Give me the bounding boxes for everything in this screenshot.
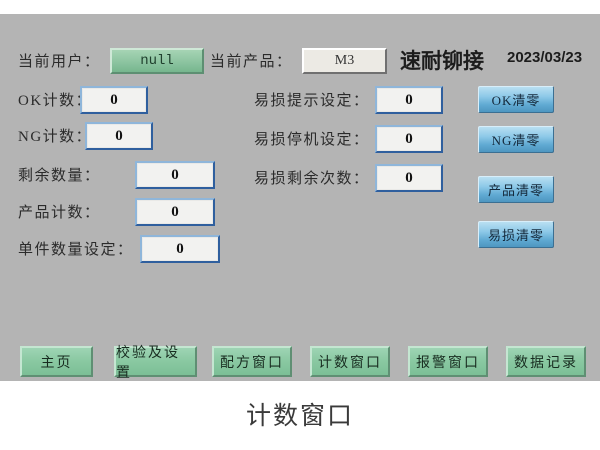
app-date: 2023/03/23 — [507, 49, 583, 66]
ok-reset-button[interactable]: OK清零 — [478, 86, 554, 113]
remaining-qty-label: 剩余数量： — [18, 168, 101, 184]
unit-qty-setting-field[interactable]: 0 — [140, 235, 220, 263]
ng-count-field[interactable]: 0 — [85, 122, 153, 150]
hmi-panel: 当前用户： null 当前产品： M3 速耐铆接 2023/03/23 OK计数… — [0, 14, 600, 381]
ok-count-label: OK计数： — [18, 93, 93, 109]
remaining-qty-field[interactable]: 0 — [135, 161, 215, 189]
app-title: 速耐铆接 — [400, 49, 484, 73]
ok-count-field[interactable]: 0 — [80, 86, 148, 114]
wear-stop-setting-label: 易损停机设定： — [254, 132, 370, 148]
nav-data-record-button[interactable]: 数据记录 — [506, 346, 586, 377]
wear-alert-setting-label: 易损提示设定： — [254, 93, 370, 109]
product-count-field[interactable]: 0 — [135, 198, 215, 226]
ng-reset-button[interactable]: NG清零 — [478, 126, 554, 153]
current-product-value[interactable]: M3 — [302, 48, 387, 74]
wear-stop-setting-field[interactable]: 0 — [375, 125, 443, 153]
ng-count-label: NG计数： — [18, 129, 93, 145]
nav-alarm-window-button[interactable]: 报警窗口 — [408, 346, 488, 377]
wear-remaining-count-label: 易损剩余次数： — [254, 171, 370, 187]
nav-counting-window-button[interactable]: 计数窗口 — [310, 346, 390, 377]
wear-alert-setting-field[interactable]: 0 — [375, 86, 443, 114]
unit-qty-setting-label: 单件数量设定： — [18, 242, 134, 258]
wear-remaining-count-field[interactable]: 0 — [375, 164, 443, 192]
nav-recipe-window-button[interactable]: 配方窗口 — [212, 346, 292, 377]
current-user-label: 当前用户： — [18, 54, 101, 70]
product-reset-button[interactable]: 产品清零 — [478, 176, 554, 203]
page-caption: 计数窗口 — [245, 401, 354, 430]
wear-reset-button[interactable]: 易损清零 — [478, 221, 554, 248]
nav-home-button[interactable]: 主页 — [20, 346, 93, 377]
nav-calibration-settings-button[interactable]: 校验及设置 — [114, 346, 197, 381]
current-user-value[interactable]: null — [110, 48, 204, 74]
current-product-label: 当前产品： — [210, 54, 293, 70]
product-count-label: 产品计数： — [18, 205, 101, 221]
